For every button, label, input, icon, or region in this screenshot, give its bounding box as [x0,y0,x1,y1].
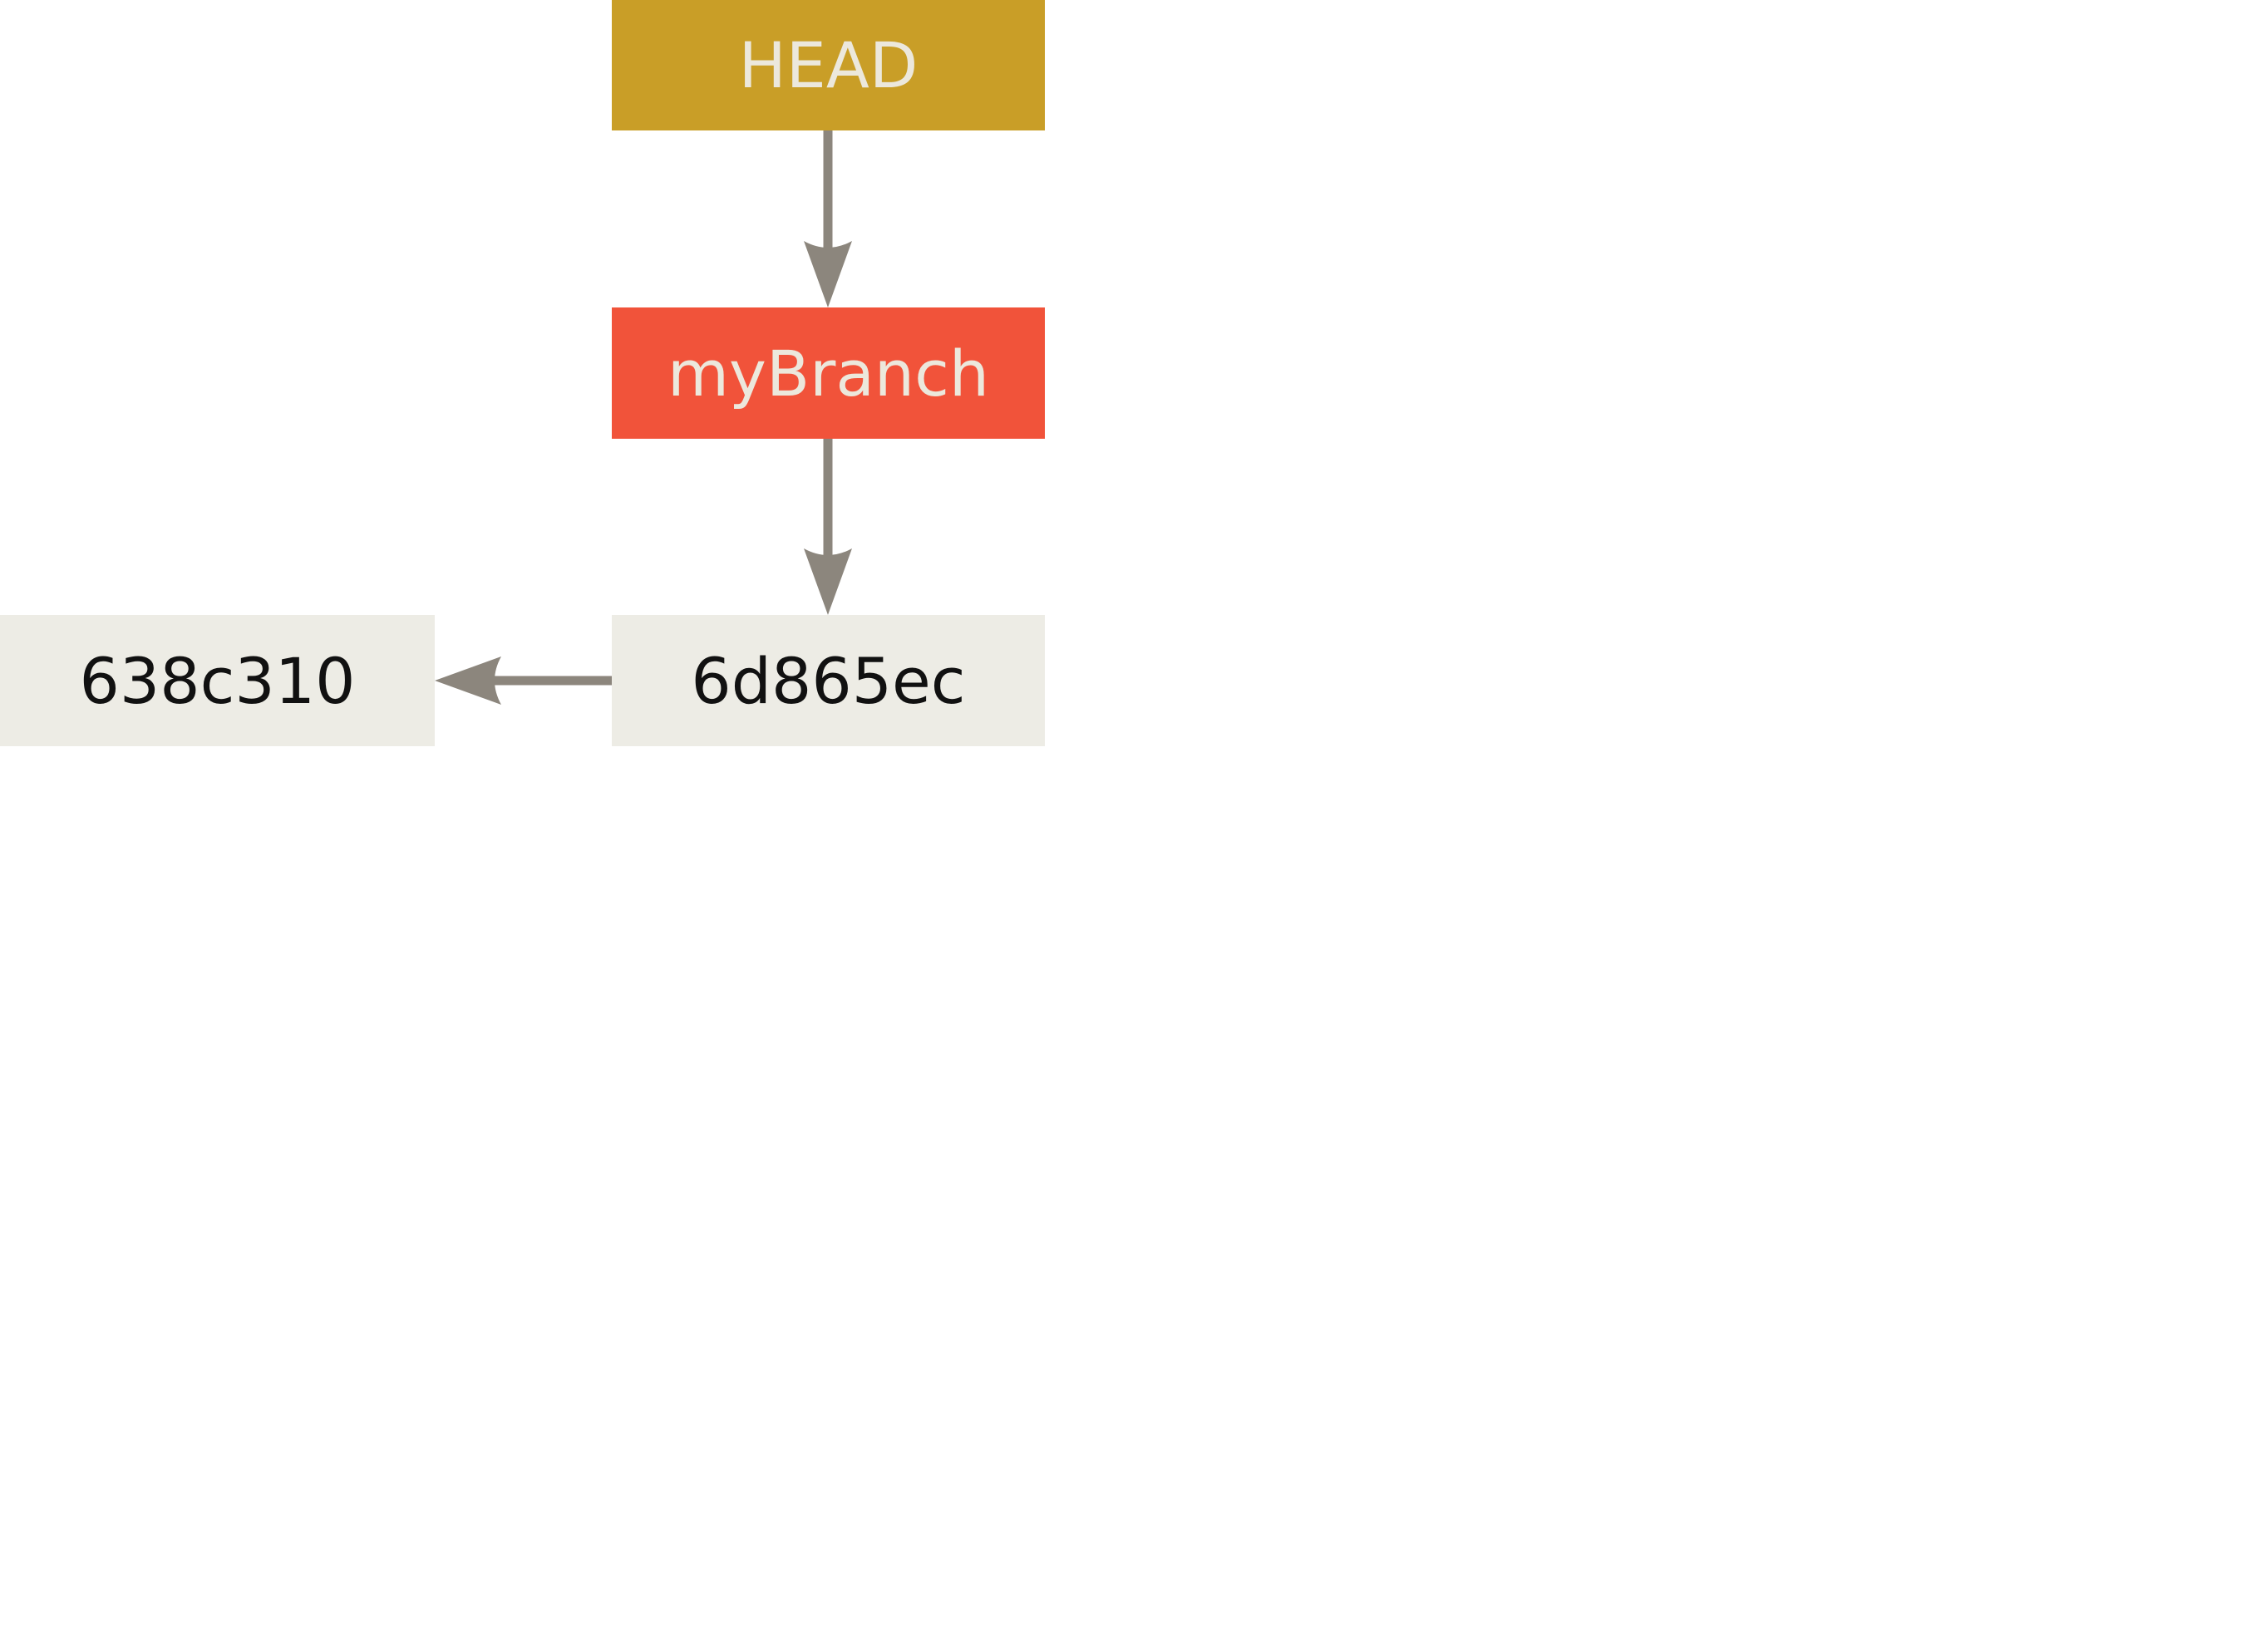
arrow-head-to-branch [804,130,852,307]
commit-node-current: 6d865ec [612,615,1045,746]
branch-ref: myBranch [612,307,1045,439]
arrow-commit-to-parent [435,656,612,705]
commit-hash: 6d865ec [691,643,966,718]
commit-hash: 638c310 [79,643,356,718]
commit-node-parent: 638c310 [0,615,435,746]
arrow-branch-to-commit [804,439,852,615]
head-label: HEAD [738,28,919,102]
branch-label: myBranch [667,336,990,411]
head-ref: HEAD [612,0,1045,130]
